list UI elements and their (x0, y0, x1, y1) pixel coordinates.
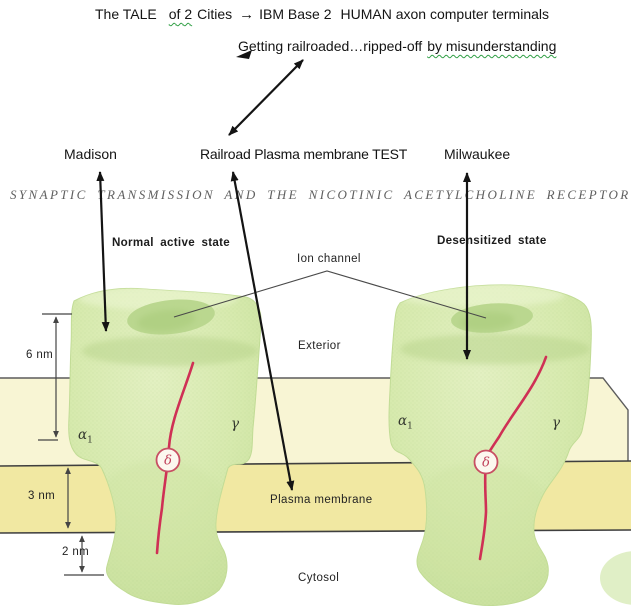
scan-green-patch (600, 551, 631, 605)
annotation-text: Getting railroaded…ripped-off (238, 38, 423, 54)
dimension-6nm: 6 nm (26, 349, 54, 361)
annotation-text: HUMAN axon computer terminals (340, 6, 550, 22)
delta-label-right: δ (482, 456, 490, 471)
alpha-subscript: 1 (87, 435, 93, 446)
annotation-text-misspelled: of 2 (168, 6, 193, 22)
alpha-glyph: α (398, 413, 408, 429)
subunit-gamma-left: γ (231, 416, 240, 432)
delta-badge-right: δ (473, 449, 499, 475)
subunit-alpha1-left: α1 (78, 427, 93, 446)
figure-title: SYNAPTIC TRANSMISSION AND THE NICOTINIC … (10, 187, 631, 202)
label-railroad-plasma-membrane-test: Railroad Plasma membrane TEST (200, 146, 408, 162)
ion-channel-pointer-lines (173, 270, 487, 319)
ion-channel-label: Ion channel (297, 253, 361, 265)
dimension-3nm: 3 nm (28, 490, 56, 502)
alpha-subscript: 1 (407, 421, 413, 432)
dimension-2nm: 2 nm (62, 546, 90, 558)
annotation-text: Cities (197, 6, 233, 22)
subunit-gamma-right: γ (552, 415, 561, 431)
label-madison: Madison (64, 146, 117, 162)
subunit-alpha1-right: α1 (398, 413, 413, 432)
ion-channel-mouth-right (451, 303, 533, 333)
receptor-left (68, 287, 262, 605)
annotation-text-misspelled: by misunderstanding (427, 38, 557, 54)
receptor-right (388, 284, 592, 607)
annotation-text: The TALE (95, 6, 157, 22)
label-milwaukee: Milwaukee (444, 146, 511, 162)
exterior-label: Exterior (298, 340, 341, 352)
plasma-membrane-label: Plasma membrane (270, 494, 373, 506)
membrane-back-edge (0, 377, 629, 461)
dimension-arrows (38, 313, 104, 576)
alpha-glyph: α (78, 427, 88, 443)
right-arrow-glyph: → (239, 6, 255, 23)
delta-badge-left: δ (155, 447, 181, 473)
annotation-text: IBM Base 2 (259, 6, 332, 22)
cytosol-label: Cytosol (298, 572, 340, 584)
state-label-left: Normal active state (112, 236, 231, 249)
state-label-right: Desensitized state (437, 234, 547, 247)
delta-label-left: δ (164, 454, 172, 469)
